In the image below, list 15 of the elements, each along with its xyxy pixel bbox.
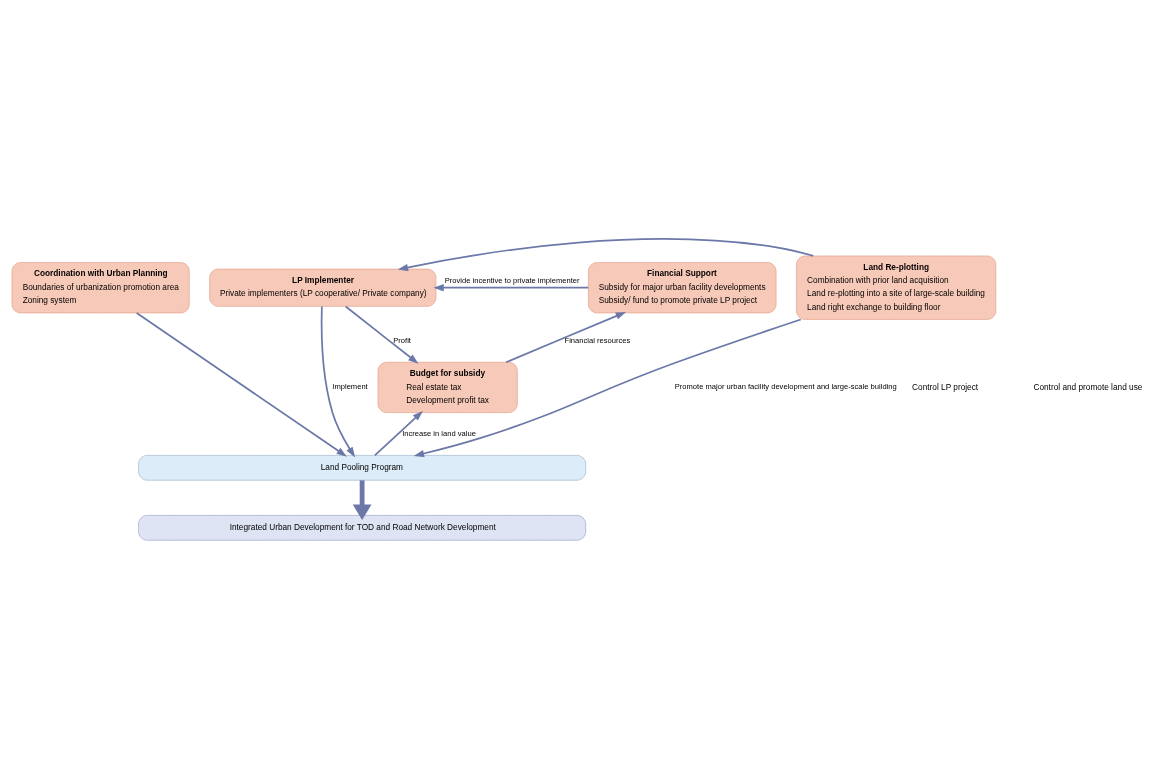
arrow (344, 305, 419, 364)
arrow (320, 305, 356, 457)
arrow (505, 311, 627, 363)
edge-label: Promote major urban facility development and large-scale building (674, 381, 897, 391)
edge-label: Increase in land value (402, 428, 476, 438)
arrow (373, 410, 423, 456)
arrow (352, 479, 372, 520)
arrow (397, 237, 815, 271)
edge-label: Implement (332, 381, 368, 391)
arrow (433, 283, 590, 291)
edge-label: Profit (393, 335, 411, 345)
edge-label: Financial resources (564, 335, 631, 345)
arrow (135, 311, 347, 457)
arrow (413, 318, 802, 457)
edge-label: Provide incentive to private implementer (444, 275, 580, 285)
